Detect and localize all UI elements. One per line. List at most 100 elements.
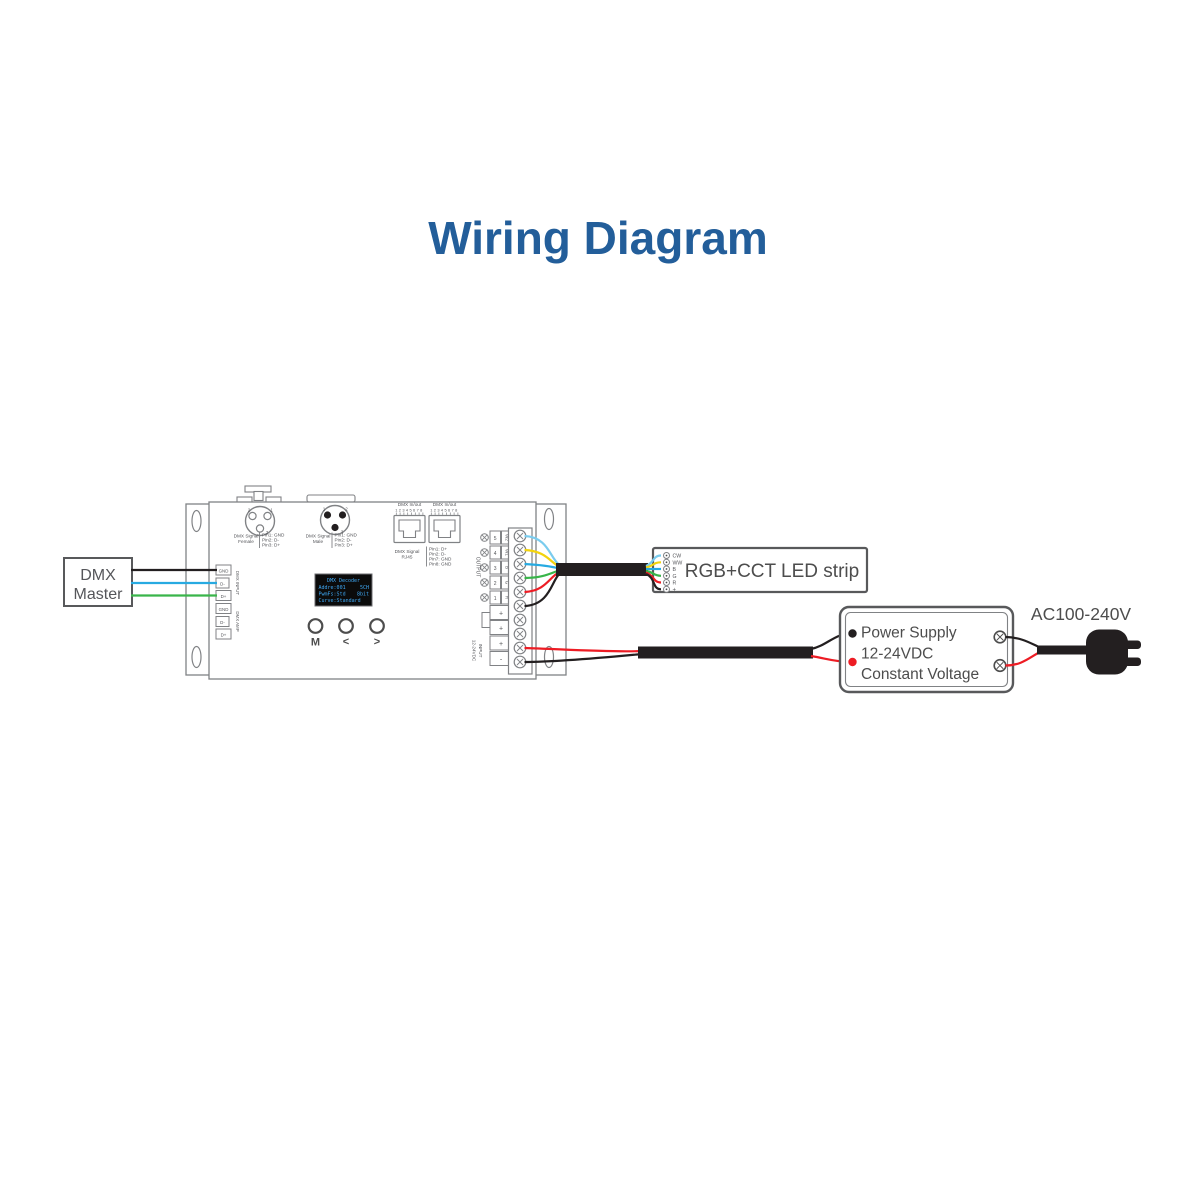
psu-ac-screw-bottom-cross bbox=[996, 661, 1004, 670]
dmx-input-dplus-label: D+ bbox=[221, 594, 227, 599]
xlr-male-pin1 bbox=[323, 511, 332, 519]
psu-dc-terminal-red bbox=[848, 657, 857, 667]
decoder-buttons: M < > bbox=[307, 618, 385, 649]
dmx-amp-gnd-terminal bbox=[215, 603, 232, 614]
input-group-label: INPUT 12-24VDC bbox=[472, 640, 484, 662]
xlr-latch-stem bbox=[253, 490, 264, 502]
rj45-port1-socket bbox=[398, 519, 421, 539]
xlr-female-pin-number-right: 1 bbox=[270, 508, 273, 513]
xlr-housing-bar bbox=[306, 494, 356, 503]
power-supply-inner-box bbox=[844, 611, 1009, 688]
input-plus-label: + bbox=[499, 641, 503, 648]
oled-display: DMX Decoder Addre:001 5CH PwmFs:Std 8bit… bbox=[314, 573, 373, 607]
rj45-port-2: DMX In/out 12345678 bbox=[428, 502, 461, 544]
oled-line1: DMX Decoder bbox=[327, 578, 360, 584]
power-supply: Power Supply 12-24VDC Constant Voltage bbox=[838, 605, 1015, 694]
mounting-hole-bottom-left bbox=[191, 645, 202, 669]
wire-plus-left bbox=[524, 573, 560, 608]
xlr-female-pin2-hole bbox=[248, 511, 257, 521]
psu-ac-screw-top-cross bbox=[996, 633, 1004, 641]
dmx-amp-dminus-label: D- bbox=[220, 620, 225, 625]
psu-dc-terminal-black bbox=[848, 629, 857, 638]
dmx-master: DMX Master bbox=[63, 557, 133, 607]
oled-line4: Curve:Standard bbox=[319, 598, 361, 604]
xlr-female-pin1-label: Pin1: GND bbox=[262, 533, 285, 538]
dmx-amp-terminal-group: GND D- D+ DMX AMP bbox=[215, 603, 240, 640]
output-terminal-w1-code: W1 bbox=[505, 549, 510, 556]
menu-button[interactable] bbox=[307, 618, 324, 634]
rj45-port1-pin-numbers: 12345678 bbox=[395, 508, 424, 513]
mounting-hole-top-right bbox=[543, 507, 555, 531]
output-terminal-1-num: 1 bbox=[494, 596, 497, 602]
led-terminal-cw-label: CW bbox=[673, 554, 682, 560]
output-plus1-label: + bbox=[499, 611, 503, 618]
strip-screw-slots bbox=[516, 532, 524, 666]
output-terminal-block: 5 W2 4 W1 3 B 2 G bbox=[472, 530, 513, 666]
prev-button-label: < bbox=[343, 636, 349, 648]
xlr-male-pin3-label: Pin3: D+ bbox=[335, 543, 353, 548]
xlr-male-name-line1: DMX Signal bbox=[306, 534, 331, 539]
psu-label-line2: 12-24VDC bbox=[861, 646, 933, 663]
xlr-male-pin1-label: Pin1: GND bbox=[335, 533, 358, 538]
output-plus-bracket bbox=[481, 612, 491, 628]
rj45-name-line1: DMX Signal bbox=[395, 549, 420, 554]
output-screw-1-cross bbox=[481, 594, 488, 601]
ac-plug-body bbox=[1086, 629, 1128, 675]
output-terminal-3-num: 3 bbox=[494, 566, 497, 572]
xlr-female-name-line2: Female bbox=[238, 539, 254, 544]
wire-vplus-left bbox=[524, 646, 643, 653]
rj45-port2-socket bbox=[433, 519, 456, 539]
prev-button[interactable] bbox=[338, 618, 354, 634]
rj45-port2-pin-ticks bbox=[430, 512, 459, 515]
next-button[interactable] bbox=[369, 618, 385, 634]
dmx-amp-dplus-label: D+ bbox=[221, 633, 227, 638]
output-terminal-w2-code: W2 bbox=[505, 534, 510, 541]
led-strip-connector: CW WW B G R + RGB+CCT LED strip bbox=[663, 552, 859, 594]
xlr-female-pin3-label: Pin3: D+ bbox=[262, 543, 280, 548]
rj45-port1-label: DMX In/out bbox=[398, 502, 422, 507]
oled-line3-right: 8bit bbox=[357, 592, 369, 598]
dmx-input-gnd-label: GND bbox=[219, 569, 229, 574]
dmx-amp-gnd-label: GND bbox=[219, 607, 229, 612]
output-screw-2-cross bbox=[481, 579, 488, 586]
wire-ww-right bbox=[645, 561, 662, 569]
xlr-female-connector: 2 1 3 DMX Signal Female Pin1: GND Pin2: … bbox=[234, 505, 285, 548]
wire-plus-right bbox=[645, 572, 662, 591]
xlr-male-pin-number-right: 2 bbox=[345, 507, 348, 512]
led-terminal-ww-label: WW bbox=[673, 560, 683, 566]
led-strip-title: RGB+CCT LED strip bbox=[685, 561, 859, 582]
led-terminal-g-label: G bbox=[673, 574, 677, 580]
output-terminal-g-code: G bbox=[505, 581, 510, 585]
dmx-amp-group-label: DMX AMP bbox=[235, 611, 240, 631]
rj45-port1-pin-ticks bbox=[395, 512, 424, 515]
dmx-master-label-line2: Master bbox=[74, 586, 124, 603]
output-group-label: OUTPUT bbox=[475, 557, 481, 578]
wire-cw-right bbox=[645, 554, 662, 568]
output-screw-4-cross bbox=[481, 549, 488, 556]
ac-voltage-label: AC100-240V bbox=[1031, 604, 1132, 624]
ac-plug-prong-top bbox=[1124, 640, 1141, 649]
rj45-pin1-label: Pin1: D+ bbox=[429, 547, 447, 552]
output-terminal-2-num-box bbox=[489, 575, 501, 590]
oled-line3-left: PwmFs:Std bbox=[319, 592, 346, 598]
led-terminal-r-label: R bbox=[673, 581, 677, 587]
wire-g-right bbox=[645, 569, 662, 577]
led-terminal-plus-label: + bbox=[673, 588, 677, 594]
dmx-master-box bbox=[63, 557, 133, 607]
input-group-label-line1: INPUT bbox=[478, 644, 483, 658]
mounting-hole-top-left bbox=[191, 509, 202, 533]
wire-cw-left bbox=[524, 534, 560, 566]
xlr-female-pin-number-left: 2 bbox=[248, 508, 251, 513]
xlr-male-pin2 bbox=[338, 511, 347, 519]
dmx-decoder-unit: 2 1 3 DMX Signal Female Pin1: GND Pin2: … bbox=[185, 485, 567, 680]
dmx-master-label-line1: DMX bbox=[80, 567, 116, 584]
dmx-amp-dminus-terminal bbox=[215, 616, 230, 627]
output-terminal-4-num: 4 bbox=[494, 551, 497, 557]
output-terminal-b-code: B bbox=[505, 566, 510, 569]
output-terminal-5-num-box bbox=[489, 530, 501, 545]
dmx-input-group-label: DMX INPUT bbox=[235, 571, 240, 595]
oled-line2-left: Addre:001 bbox=[319, 585, 346, 591]
output-terminal-5-num: 5 bbox=[494, 536, 497, 542]
output-terminal-3-num-box bbox=[489, 560, 501, 575]
